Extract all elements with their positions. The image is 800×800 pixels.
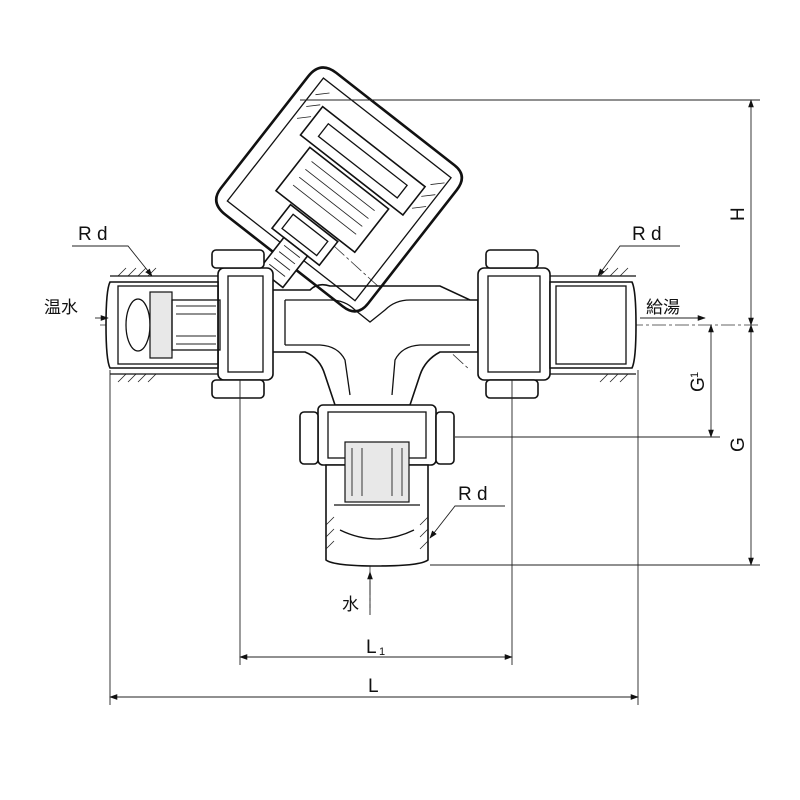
left-hex-bottom bbox=[211, 379, 265, 399]
rd-right-label: R d bbox=[632, 224, 662, 245]
bottom-thread-hatching bbox=[325, 516, 429, 550]
right-outlet bbox=[477, 249, 637, 399]
dim-G1-label: G bbox=[688, 377, 709, 392]
left-union-nut-inner bbox=[227, 275, 264, 373]
labels: R d R d R d 温水 給湯 水 H G G 1 L 1 L bbox=[44, 207, 749, 697]
spindle-line-1 bbox=[311, 161, 375, 212]
hot-out-label: 給湯 bbox=[646, 298, 680, 318]
stem-thread-4 bbox=[269, 263, 286, 277]
stem-thread-1 bbox=[283, 244, 301, 258]
valve-body bbox=[269, 283, 479, 406]
spindle-line-3 bbox=[298, 176, 363, 227]
body-outline bbox=[269, 283, 479, 406]
dim-G1-label-group: G 1 bbox=[688, 372, 709, 392]
dim-L1-subscript: 1 bbox=[379, 646, 385, 658]
left-check-body bbox=[171, 299, 221, 351]
cartridge-cap bbox=[299, 105, 427, 217]
dim-H-label: H bbox=[728, 207, 749, 221]
bottom-inlet bbox=[299, 404, 455, 567]
bottom-check-ball bbox=[339, 529, 415, 540]
bottom-hex-right bbox=[435, 411, 455, 465]
left-union-nut bbox=[217, 267, 274, 381]
right-union-nut bbox=[477, 267, 551, 381]
cartridge-spindle bbox=[274, 146, 390, 254]
left-tailpiece-inner bbox=[117, 285, 219, 365]
hot-in-label: 温水 bbox=[44, 298, 78, 318]
left-inlet bbox=[105, 249, 274, 399]
right-hex-top bbox=[485, 249, 539, 269]
spindle-line-2 bbox=[305, 168, 369, 219]
cartridge-seat-inner bbox=[281, 213, 329, 257]
dim-L-label: L bbox=[368, 676, 379, 697]
right-tailpiece-inner bbox=[555, 285, 627, 365]
stem-thread-2 bbox=[278, 251, 296, 265]
body-inner-bore-left bbox=[285, 344, 351, 396]
body-inner-bore-right bbox=[391, 344, 470, 396]
rd-right-leader bbox=[597, 245, 680, 277]
left-hex-top bbox=[211, 249, 265, 269]
left-check-cage bbox=[149, 291, 173, 359]
dim-G1-subscript: 1 bbox=[689, 372, 701, 378]
dim-G-label: G bbox=[728, 437, 749, 452]
right-union-nut-inner bbox=[487, 275, 541, 373]
cartridge-housing bbox=[214, 66, 464, 313]
dimension-lines bbox=[72, 99, 760, 705]
cartridge-hatching bbox=[296, 92, 445, 209]
bottom-hex-left bbox=[299, 411, 319, 465]
stem-thread-3 bbox=[273, 257, 291, 271]
cartridge-cap-inner bbox=[317, 122, 409, 199]
bottom-check-cage bbox=[344, 441, 410, 503]
rd-bottom-label: R d bbox=[458, 484, 488, 505]
thermostatic-cartridge bbox=[214, 66, 464, 313]
cartridge-housing-inner bbox=[226, 77, 452, 302]
rd-left-leader bbox=[72, 245, 153, 277]
right-tailpiece bbox=[549, 281, 637, 369]
rd-left-label: R d bbox=[78, 224, 108, 245]
left-thread-hatching bbox=[117, 267, 157, 383]
rd-bottom-leader bbox=[429, 505, 505, 539]
cold-in-label: 水 bbox=[342, 595, 359, 615]
spindle-line-4 bbox=[292, 184, 357, 235]
dim-L1-label: L bbox=[366, 637, 377, 658]
